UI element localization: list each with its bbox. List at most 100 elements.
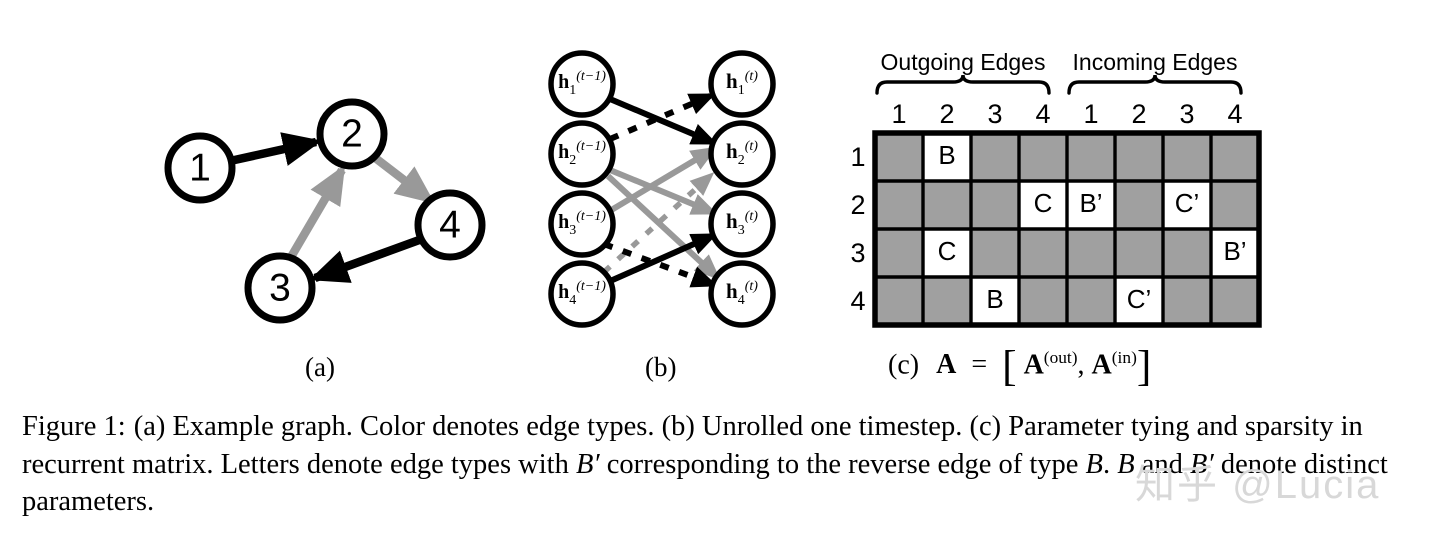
panel-a-edges — [229, 132, 435, 283]
row-header-2: 2 — [850, 190, 865, 220]
matrix-cell[interactable] — [1163, 229, 1211, 277]
edge-h1prev-to-h2cur — [608, 96, 718, 145]
matrix-cell[interactable] — [923, 181, 971, 229]
matrix-cell[interactable] — [1067, 133, 1115, 181]
matrix-cell-label: C — [1034, 188, 1053, 218]
matrix-cell[interactable] — [875, 181, 923, 229]
close-bracket: ] — [1136, 342, 1152, 391]
hidden-node-h3-prev[interactable]: h3(t−1) — [548, 190, 616, 258]
matrix-cell[interactable] — [875, 229, 923, 277]
edge-h3prev-to-h2cur — [606, 146, 718, 215]
matrix-cell[interactable] — [1163, 181, 1211, 229]
hidden-node-h4-prev[interactable]: h4(t−1) — [548, 260, 616, 328]
hidden-node-h2-cur-label: h2(t) — [726, 139, 758, 168]
column-header-out-1: 1 — [891, 99, 906, 129]
column-header-out-3: 3 — [987, 99, 1002, 129]
open-bracket: [ — [1002, 342, 1017, 391]
hidden-node-h4-cur-label: h4(t) — [726, 279, 758, 308]
panel-c-adjacency-matrix: Outgoing Edges Incoming Edges 1 2 3 4 1 … — [820, 45, 1290, 345]
panel-b-svg: h1(t−1) h2(t−1) h3(t−1) — [548, 50, 776, 328]
matrix-cell[interactable] — [971, 133, 1019, 181]
matrix-cell[interactable] — [923, 133, 971, 181]
matrix-cell-label: B’ — [1223, 236, 1246, 266]
matrix-row: B — [875, 133, 1259, 181]
matrix-cell[interactable] — [971, 277, 1019, 325]
caption-seg-2: corresponding to the reverse edge of typ… — [599, 448, 1086, 480]
matrix-cell[interactable] — [971, 229, 1019, 277]
figure-number: Figure 1: — [22, 411, 126, 442]
row-header-1: 1 — [850, 142, 865, 172]
matrix-cell[interactable] — [923, 229, 971, 277]
matrix-cell[interactable] — [1115, 181, 1163, 229]
edge-4-to-3 — [309, 235, 424, 283]
hidden-node-h3-cur[interactable]: h3(t) — [708, 190, 776, 258]
matrix-row: C B’ C’ — [875, 181, 1259, 229]
matrix-A-symbol: A — [936, 349, 957, 381]
matrix-cell[interactable] — [1019, 229, 1067, 277]
matrix-cell[interactable] — [1115, 229, 1163, 277]
hidden-node-h1-cur[interactable]: h1(t) — [708, 50, 776, 118]
brace-incoming — [1067, 74, 1243, 95]
matrix-cell-label: C’ — [1127, 284, 1152, 314]
hidden-node-h1-prev[interactable]: h1(t−1) — [548, 50, 616, 118]
matrix-row: B C’ — [875, 277, 1259, 325]
matrix-cell[interactable] — [1211, 277, 1259, 325]
edge-h4prev-to-h2cur — [602, 172, 715, 275]
edge-2-to-4 — [371, 153, 435, 204]
figure-caption: Figure 1:(a) Example graph. Color denote… — [22, 408, 1420, 521]
matrix-cell[interactable] — [1115, 277, 1163, 325]
matrix-cell[interactable] — [1067, 277, 1115, 325]
edge-1-to-2 — [229, 132, 323, 166]
hidden-node-h2-prev[interactable]: h2(t−1) — [548, 120, 616, 188]
column-header-in-2: 2 — [1131, 99, 1146, 129]
panel-b-nodes-current: h1(t) h2(t) h3(t) — [708, 50, 776, 328]
matrix-A-out-symbol: A — [1023, 349, 1044, 381]
matrix-cell-label: C — [938, 236, 957, 266]
graph-node-1[interactable]: 1 — [164, 132, 236, 204]
matrix-cell[interactable] — [1115, 133, 1163, 181]
graph-node-2-label: 2 — [341, 113, 363, 156]
graph-node-3[interactable]: 3 — [244, 252, 316, 324]
graph-node-4-label: 4 — [439, 204, 461, 247]
graph-node-4[interactable]: 4 — [414, 189, 486, 261]
hidden-node-h4-prev-label: h4(t−1) — [558, 279, 606, 308]
caption-seg-0: (a) Example graph. Color denotes edge ty… — [22, 411, 1363, 480]
matrix-cell[interactable] — [1163, 277, 1211, 325]
matrix-cell-label: C’ — [1175, 188, 1200, 218]
column-header-in-4: 4 — [1227, 99, 1242, 129]
edge-h2prev-to-h3cur — [608, 167, 718, 215]
hidden-node-h2-cur[interactable]: h2(t) — [708, 120, 776, 188]
matrix-cell[interactable] — [875, 277, 923, 325]
matrix-cell-label: B’ — [1079, 188, 1102, 218]
hidden-node-h4-cur[interactable]: h4(t) — [708, 260, 776, 328]
caption-seg-8: denote distinct parameters. — [22, 448, 1388, 518]
matrix-cell[interactable] — [875, 133, 923, 181]
matrix-cell[interactable] — [1019, 277, 1067, 325]
row-header-4: 4 — [850, 286, 865, 316]
hidden-node-h1-cur-label: h1(t) — [726, 69, 758, 98]
edge-3-to-2 — [287, 164, 346, 260]
panel-b-edges — [602, 93, 721, 288]
matrix-cell[interactable] — [1067, 181, 1115, 229]
hidden-node-h2-prev-label: h2(t−1) — [558, 139, 606, 168]
matrix-cell[interactable] — [1211, 181, 1259, 229]
row-header-3: 3 — [850, 238, 865, 268]
matrix-cell[interactable] — [1019, 181, 1067, 229]
group-header-incoming: Incoming Edges — [1073, 49, 1238, 75]
matrix-cell[interactable] — [1163, 133, 1211, 181]
matrix-cell[interactable] — [923, 277, 971, 325]
caption-seg-5: B — [1117, 448, 1135, 480]
graph-node-2[interactable]: 2 — [316, 98, 388, 170]
graph-node-3-label: 3 — [269, 267, 291, 310]
matrix-cell[interactable] — [1067, 229, 1115, 277]
panel-a-example-graph: 1 2 3 4 — [120, 40, 550, 360]
panel-a-nodes: 1 2 3 4 — [164, 98, 486, 324]
matrix-cell[interactable] — [1211, 229, 1259, 277]
matrix-cell[interactable] — [971, 181, 1019, 229]
matrix-cell[interactable] — [1019, 133, 1067, 181]
matrix-cell[interactable] — [1211, 133, 1259, 181]
column-header-in-3: 3 — [1179, 99, 1194, 129]
matrix-cell-label: B — [938, 140, 955, 170]
matrix-A-in-symbol: A — [1091, 349, 1112, 381]
